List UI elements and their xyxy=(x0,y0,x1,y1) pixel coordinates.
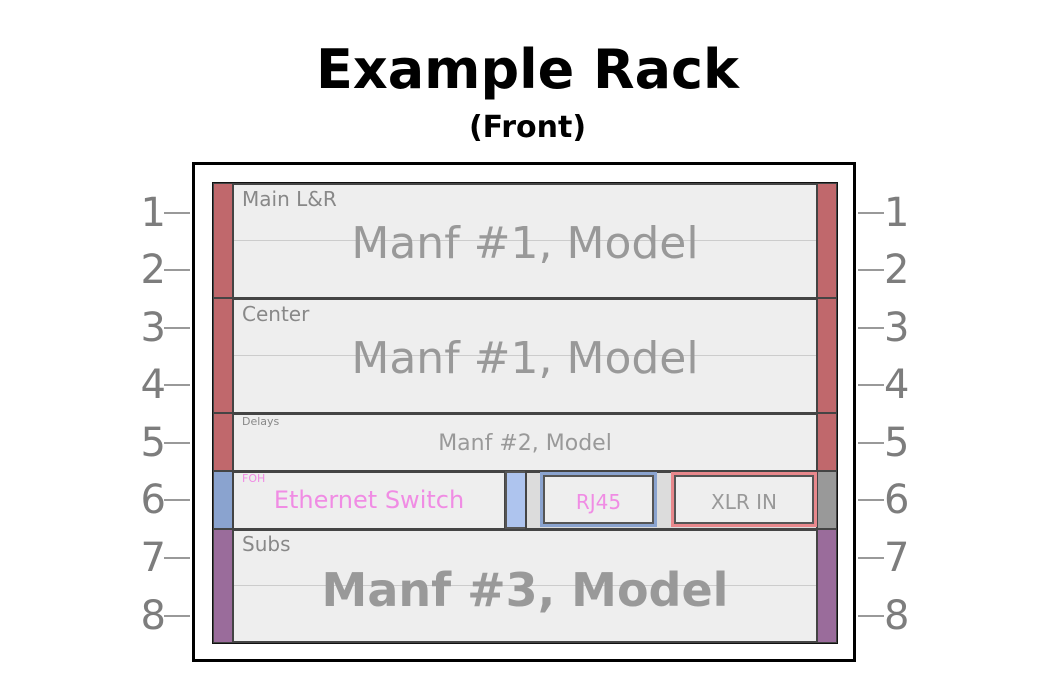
device-label: Delays xyxy=(242,415,280,428)
rack-ear-right xyxy=(817,413,837,471)
device-label: Subs xyxy=(242,532,291,556)
rack-unit-number-left: 3 xyxy=(140,305,166,351)
rack-unit-tick xyxy=(164,212,190,214)
device-label: Center xyxy=(242,302,310,326)
rack-ear-left xyxy=(213,183,233,298)
rack-unit-number-right: 3 xyxy=(884,305,910,351)
rack-ear-left xyxy=(213,471,233,529)
rack-ear-right xyxy=(817,471,837,529)
rack-unit-tick xyxy=(858,557,884,559)
device-subs[interactable] xyxy=(232,529,818,643)
rack-unit-number-left: 2 xyxy=(140,247,166,293)
rack-unit-number-right: 8 xyxy=(884,593,910,639)
device-model: Manf #1, Model xyxy=(351,333,699,384)
switch-ear xyxy=(505,471,527,529)
device-model: Ethernet Switch xyxy=(273,486,465,514)
device-model: Manf #3, Model xyxy=(321,563,729,617)
rack-unit-number-right: 6 xyxy=(884,477,910,523)
rack-unit-tick xyxy=(164,557,190,559)
rack-unit-tick xyxy=(858,212,884,214)
rack-unit-tick xyxy=(858,442,884,444)
rack-subtitle: (Front) xyxy=(468,110,587,145)
rj45-port[interactable]: RJ45 xyxy=(540,472,657,527)
rack-unit-number-right: 5 xyxy=(884,420,910,466)
rack-ear-left xyxy=(213,298,233,413)
device-label: Main L&R xyxy=(242,187,337,211)
unit-line xyxy=(232,585,818,586)
device-model: Manf #1, Model xyxy=(351,218,699,269)
rj45-port-label: RJ45 xyxy=(575,490,622,514)
rack-unit-number-right: 7 xyxy=(884,535,910,581)
rack-unit-tick xyxy=(164,384,190,386)
rack-unit-number-left: 5 xyxy=(140,420,166,466)
rack-unit-number-left: 7 xyxy=(140,535,166,581)
unit-line xyxy=(232,355,818,356)
rack-unit-tick xyxy=(858,499,884,501)
rack-unit-number-right: 1 xyxy=(884,190,910,236)
rack-unit-tick xyxy=(164,327,190,329)
unit-line xyxy=(232,240,818,241)
rack-unit-tick xyxy=(164,615,190,617)
rack-unit-number-right: 4 xyxy=(884,362,910,408)
rack-title: Example Rack xyxy=(316,38,739,101)
rack-ear-left xyxy=(213,529,233,643)
rack-ear-right xyxy=(817,183,837,298)
rack-unit-number-left: 6 xyxy=(140,477,166,523)
rack-unit-tick xyxy=(858,615,884,617)
rack-ear-right xyxy=(817,298,837,413)
rack-unit-number-left: 8 xyxy=(140,593,166,639)
rack-unit-tick xyxy=(164,269,190,271)
rack-ear-left xyxy=(213,413,233,471)
rack-unit-number-left: 1 xyxy=(140,190,166,236)
rack-unit-number-right: 2 xyxy=(884,247,910,293)
rack-unit-tick xyxy=(858,269,884,271)
rack-ear-right xyxy=(817,529,837,643)
xlr-in-port-label: XLR IN xyxy=(711,490,777,514)
rack-unit-tick xyxy=(164,442,190,444)
xlr-in-port[interactable]: XLR IN xyxy=(671,472,817,527)
rack-unit-number-left: 4 xyxy=(140,362,166,408)
device-label: FOH xyxy=(242,472,266,485)
rack-unit-tick xyxy=(858,384,884,386)
rack-unit-tick xyxy=(858,327,884,329)
rack-unit-tick xyxy=(164,499,190,501)
device-model: Manf #2, Model xyxy=(438,431,612,456)
